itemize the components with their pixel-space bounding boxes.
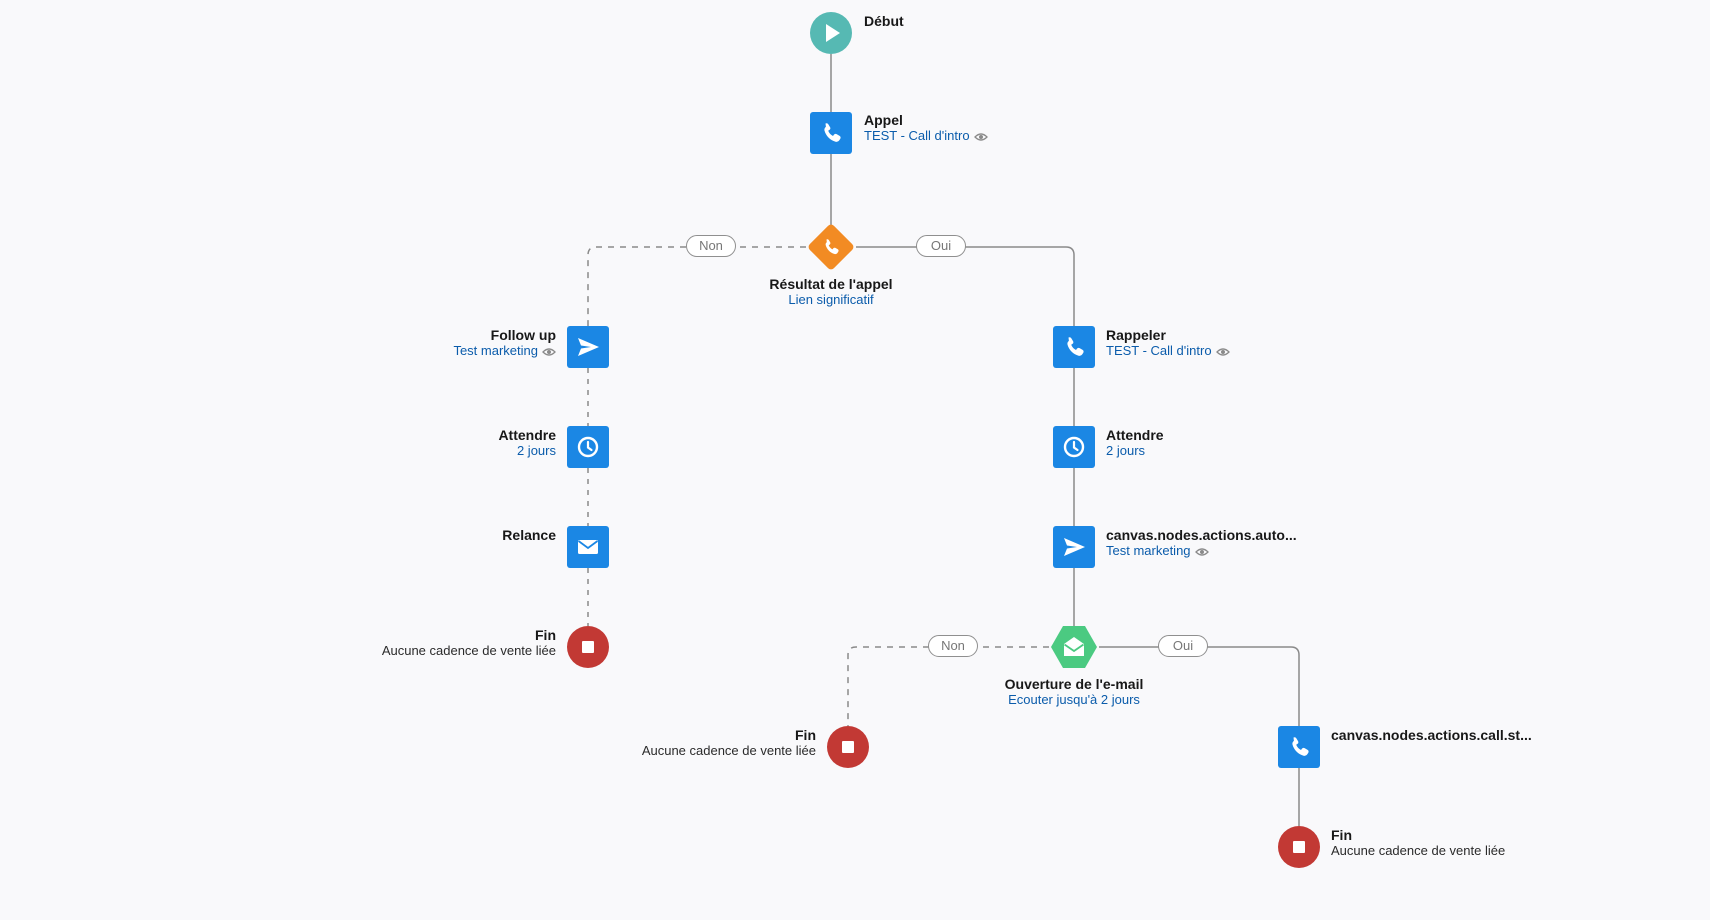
branch-yes-pill[interactable]: Oui bbox=[916, 235, 966, 257]
branch-no-pill[interactable]: Non bbox=[686, 235, 736, 257]
followup-template-link[interactable]: Test marketing bbox=[453, 343, 556, 359]
relance-label: Relance bbox=[502, 527, 556, 543]
relance-node[interactable] bbox=[567, 526, 609, 568]
followup-label: Follow up Test marketing bbox=[453, 327, 556, 359]
auto-email-node[interactable] bbox=[1053, 526, 1095, 568]
stop-icon bbox=[1293, 841, 1305, 853]
phone-icon bbox=[825, 239, 839, 255]
call-node[interactable] bbox=[810, 112, 852, 154]
eye-icon[interactable] bbox=[1194, 547, 1209, 557]
no-branch-end-label: Fin Aucune cadence de vente liée bbox=[641, 727, 816, 758]
branch-yes-pill-2[interactable]: Oui bbox=[1158, 635, 1208, 657]
clock-icon bbox=[577, 436, 599, 458]
recall-label: Rappeler TEST - Call d'intro bbox=[1106, 327, 1230, 359]
right-wait-node[interactable] bbox=[1053, 426, 1095, 468]
followup-node[interactable] bbox=[567, 326, 609, 368]
clock-icon bbox=[1063, 436, 1085, 458]
start-label: Début bbox=[864, 13, 904, 29]
left-end-label: Fin Aucune cadence de vente liée bbox=[381, 627, 556, 658]
no-branch-end-node[interactable] bbox=[827, 726, 869, 768]
call-step-node[interactable] bbox=[1278, 726, 1320, 768]
send-icon bbox=[578, 338, 599, 356]
left-wait-node[interactable] bbox=[567, 426, 609, 468]
recall-template-link[interactable]: TEST - Call d'intro bbox=[1106, 343, 1230, 359]
eye-icon[interactable] bbox=[542, 347, 556, 357]
left-wait-label: Attendre 2 jours bbox=[498, 427, 556, 458]
stop-icon bbox=[842, 741, 854, 753]
email-open-label: Ouverture de l'e-mail Ecouter jusqu'à 2 … bbox=[1004, 676, 1144, 707]
envelope-icon bbox=[577, 540, 599, 554]
branch-no-pill-2[interactable]: Non bbox=[928, 635, 978, 657]
right-wait-label: Attendre 2 jours bbox=[1106, 427, 1164, 458]
send-icon bbox=[1064, 538, 1085, 556]
call-step-label: canvas.nodes.actions.call.st... bbox=[1331, 727, 1532, 743]
call-result-label: Résultat de l'appel Lien significatif bbox=[769, 276, 893, 307]
left-end-node[interactable] bbox=[567, 626, 609, 668]
yes-branch-end-label: Fin Aucune cadence de vente liée bbox=[1331, 827, 1506, 858]
yes-branch-end-node[interactable] bbox=[1278, 826, 1320, 868]
stop-icon bbox=[582, 641, 594, 653]
call-result-decision-icon-wrap bbox=[810, 226, 852, 268]
phone-icon bbox=[824, 123, 841, 142]
play-icon bbox=[826, 24, 840, 42]
auto-email-template-link[interactable]: Test marketing bbox=[1106, 543, 1297, 559]
email-open-decision-node[interactable] bbox=[1049, 624, 1099, 670]
phone-icon bbox=[1292, 737, 1309, 756]
start-node[interactable] bbox=[810, 12, 852, 54]
call-label: Appel TEST - Call d'intro bbox=[864, 112, 988, 144]
call-template-link[interactable]: TEST - Call d'intro bbox=[864, 128, 988, 144]
recall-node[interactable] bbox=[1053, 326, 1095, 368]
open-envelope-icon bbox=[1063, 637, 1085, 656]
phone-icon bbox=[1067, 337, 1084, 356]
eye-icon[interactable] bbox=[1215, 347, 1230, 357]
eye-icon[interactable] bbox=[973, 132, 988, 142]
auto-email-label: canvas.nodes.actions.auto... Test market… bbox=[1106, 527, 1297, 559]
